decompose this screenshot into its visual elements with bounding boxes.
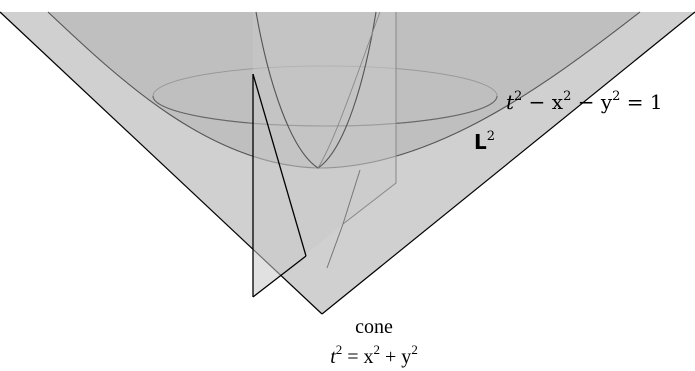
cone-right-edge: [321, 11, 695, 315]
chord-line: [252, 73, 307, 257]
cone-equation-label: t2 = x2 + y2: [330, 342, 418, 368]
plane-hyperbola-inner: [317, 11, 381, 169]
base-line: [252, 255, 307, 298]
cone-caption: cone: [355, 316, 393, 338]
hyperboloid-equation-label: t2 − x2 − y2 = 1: [506, 89, 663, 114]
slice-plane-right-edge: [342, 12, 397, 225]
slice-plane: [253, 12, 396, 297]
plane-cone-line: [326, 169, 361, 269]
space-name-label: L2: [474, 129, 495, 154]
